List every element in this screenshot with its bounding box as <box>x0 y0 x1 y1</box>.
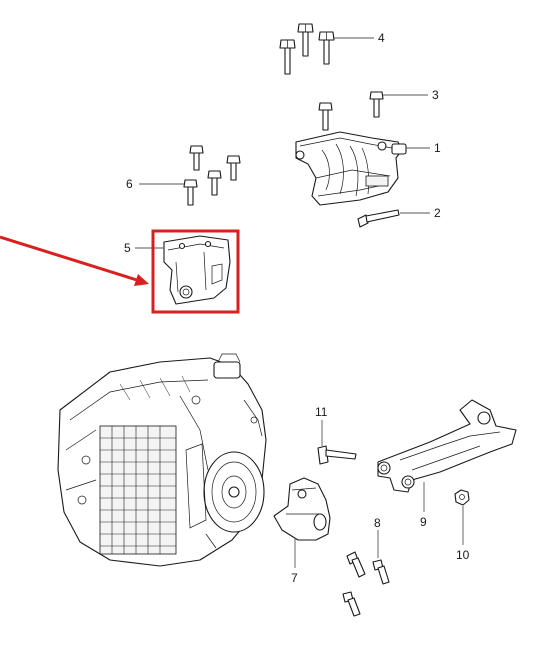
bolt-6c <box>207 170 222 196</box>
bolt-8c <box>342 591 361 617</box>
callout-3: 3 <box>432 88 439 102</box>
bolt-8a <box>346 551 366 578</box>
part-3-bolts: 3 <box>318 88 439 131</box>
bolt-6d <box>183 179 198 206</box>
callout-7: 7 <box>291 571 298 585</box>
part-4-bolts: 4 <box>279 23 385 75</box>
bolt-3a <box>318 102 333 131</box>
part-8-bolts: 8 <box>342 516 390 617</box>
bolt-4c <box>318 31 335 65</box>
part-6-bolts: 6 <box>126 145 241 206</box>
callout-1: 1 <box>434 141 441 155</box>
bolt-6b <box>226 155 241 181</box>
bolt-8b <box>372 559 390 585</box>
callout-10: 10 <box>456 548 470 562</box>
part-10-nut: 10 <box>454 489 470 562</box>
bolt-3b <box>369 91 384 118</box>
transmission-assembly <box>57 353 267 567</box>
callout-6: 6 <box>126 177 133 191</box>
bolt-6a <box>189 145 204 171</box>
callout-11: 11 <box>315 405 328 419</box>
part-11-bolt: 11 <box>315 405 357 465</box>
red-arrow-pointer <box>0 235 149 286</box>
part-2-bolt: 2 <box>357 206 441 228</box>
highlight-box <box>151 229 240 314</box>
valve-body-grid <box>100 426 176 554</box>
callout-2: 2 <box>434 206 441 220</box>
part-7-lower-bracket: 7 <box>273 477 331 585</box>
part-1-upper-mount: 1 <box>295 131 441 206</box>
bolt-4a <box>279 39 296 75</box>
callout-5: 5 <box>124 241 131 255</box>
callout-4: 4 <box>378 31 385 45</box>
part-9-torque-strut: 9 <box>377 399 517 529</box>
callout-8: 8 <box>374 516 381 530</box>
bolt-4b <box>297 23 314 57</box>
part-5-bracket: 5 <box>124 235 231 305</box>
callout-9: 9 <box>420 515 427 529</box>
